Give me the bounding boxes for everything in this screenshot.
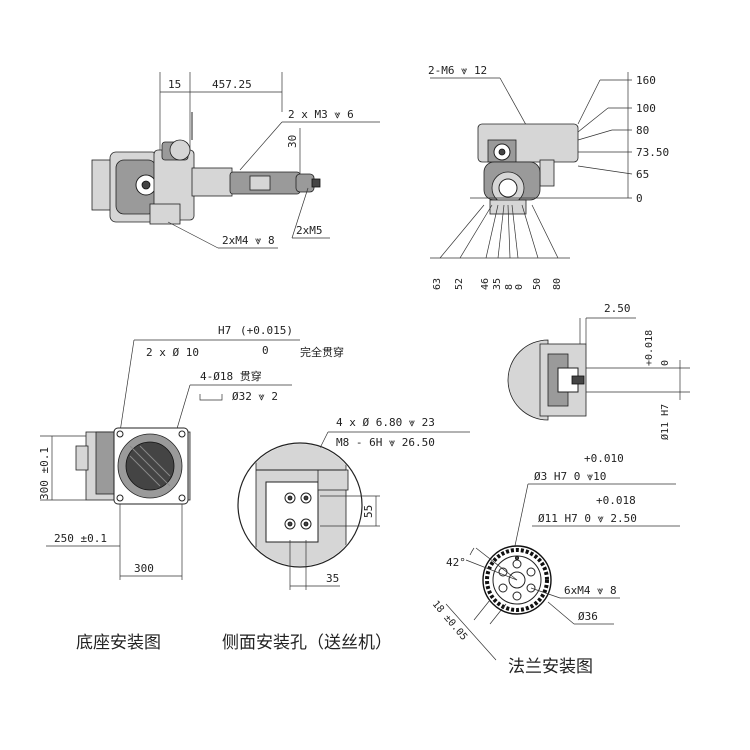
dim-30-label: 30: [286, 135, 299, 148]
detail-tol-zero: 0: [660, 360, 671, 366]
m3-label: 2 x M3 ⩔ 6: [288, 108, 354, 121]
base-tol-plus: (+0.015): [240, 324, 293, 337]
top-view: 15 457.25 2 x M3 ⩔ 6 30 2xM4 ⩔ 8 2xM5: [91, 72, 380, 249]
flange-tol2-plus: +0.018: [596, 494, 636, 507]
width-46: 46: [480, 278, 491, 290]
width-8: 8: [504, 284, 515, 290]
width-0: 0: [514, 284, 525, 290]
base-h7: H7: [218, 324, 231, 337]
height-160: 160: [636, 74, 656, 87]
flange-tol1-plus: +0.010: [584, 452, 624, 465]
flange-phi3: Ø3 H7 0 ⩔10: [534, 470, 606, 483]
height-0: 0: [636, 192, 643, 205]
flange-angle: 42°: [446, 556, 466, 569]
dim-457-label: 457.25: [212, 78, 252, 91]
flange-phi36: Ø36: [578, 610, 598, 623]
width-80: 80: [552, 278, 563, 290]
base-tol-zero: 0: [262, 344, 269, 357]
front-view: 2-M6 ⩔ 12 160 100 80 73.50 65 0: [428, 64, 669, 290]
side-view: 4 x Ø 6.80 ⩔ 23 M8 - 6H ⩔ 26.50 55 35: [237, 416, 470, 590]
caption-side: 侧面安装孔（送丝机）: [222, 633, 392, 653]
caption-base: 底座安装图: [76, 633, 161, 653]
base-view: H7 (+0.015) 0 2 x Ø 10 完全贯穿 4-Ø18 贯穿 Ø32…: [38, 324, 344, 580]
width-50: 50: [532, 278, 543, 290]
detail-phi11: Ø11 H7: [659, 404, 671, 440]
detail-dim-250: 2.50: [604, 302, 631, 315]
base-dim-300v: 300 ±0.1: [38, 447, 51, 500]
height-73: 73.50: [636, 146, 669, 159]
m4-label: 2xM4 ⩔ 8: [222, 234, 275, 247]
height-100: 100: [636, 102, 656, 115]
flange-view: +0.010 Ø3 H7 0 ⩔10 +0.018 Ø11 H7 0 ⩔ 2.5…: [430, 452, 680, 661]
height-65: 65: [636, 168, 649, 181]
caption-flange: 法兰安装图: [508, 657, 593, 677]
height-80: 80: [636, 124, 649, 137]
flange-dim-18: 18 ±0.05: [430, 599, 469, 643]
dim-15-label: 15: [168, 78, 181, 91]
base-through-all: 完全贯穿: [300, 345, 344, 359]
base-dim-300h: 300: [134, 562, 154, 575]
width-35: 35: [492, 278, 503, 290]
detail-tol-plus: +0.018: [644, 330, 655, 366]
width-63: 63: [432, 278, 443, 290]
side-dim-35: 35: [326, 572, 339, 585]
m6-label: 2-M6 ⩔ 12: [428, 64, 487, 77]
side-dim-55: 55: [362, 505, 375, 518]
base-holes2: 2 x Ø 10: [146, 346, 199, 359]
detail-view: 2.50 +0.018 0 Ø11 H7: [507, 302, 690, 440]
base-dim-250: 250 ±0.1: [54, 532, 107, 545]
base-holes4: 4-Ø18 贯穿: [200, 369, 262, 383]
base-cbore: Ø32 ⩔ 2: [232, 390, 278, 403]
side-holes: 4 x Ø 6.80 ⩔ 23: [336, 416, 435, 429]
side-thread: M8 - 6H ⩔ 26.50: [336, 436, 435, 449]
m5-label: 2xM5: [296, 224, 323, 237]
flange-phi11: Ø11 H7 0 ⩔ 2.50: [538, 512, 637, 525]
flange-m4: 6xM4 ⩔ 8: [564, 584, 617, 597]
width-52: 52: [454, 278, 465, 290]
